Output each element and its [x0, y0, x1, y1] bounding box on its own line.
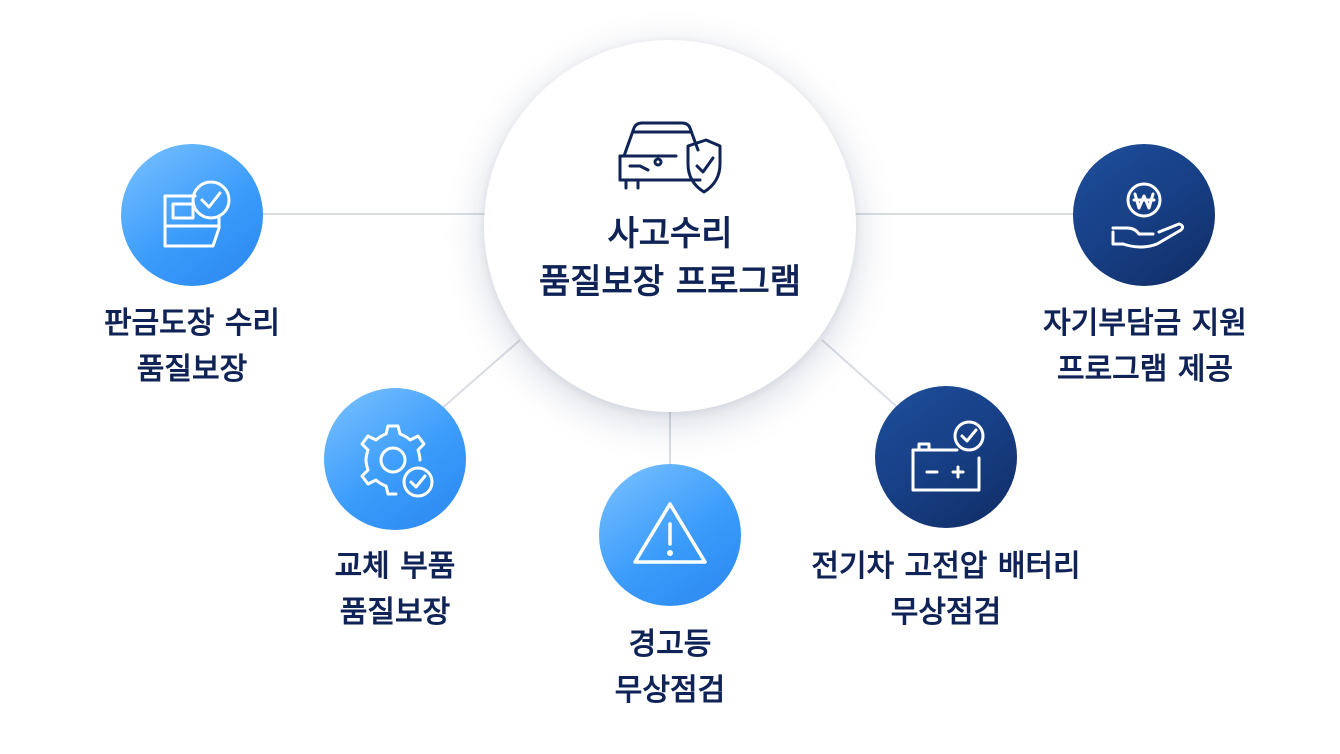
center-title-line1: 사고수리: [607, 214, 733, 254]
warning-triangle-icon: [633, 502, 707, 564]
connector-battery: [821, 339, 897, 407]
label-warning-line1: 경고등: [628, 627, 712, 662]
node-replacement-parts: [324, 388, 466, 530]
label-panel-line2: 품질보장: [136, 352, 248, 387]
gear-check-icon: [360, 424, 434, 498]
node-panel-repair: [121, 144, 263, 286]
label-warning-line2: 무상점검: [614, 673, 726, 708]
node-ev-battery: [875, 386, 1017, 528]
label-battery-line2: 무상점검: [890, 595, 1002, 630]
center-program-circle: 사고수리 품질보장 프로그램: [484, 40, 856, 412]
won-hand-icon: [1111, 182, 1185, 249]
label-deductible-line2: 프로그램 제공: [1056, 352, 1234, 387]
center-title-line2: 품질보장 프로그램: [538, 262, 802, 302]
label-battery-line1: 전기차 고전압 배터리: [811, 549, 1081, 584]
battery-check-icon: [911, 420, 985, 492]
label-panel-line1: 판금도장 수리: [103, 306, 281, 341]
car-shield-check-icon: [618, 121, 722, 194]
node-warning-light: [599, 464, 741, 606]
node-deductible-support: [1073, 144, 1215, 286]
connector-parts: [439, 339, 521, 411]
door-check-icon: [163, 180, 231, 248]
label-parts-line2: 품질보장: [339, 595, 451, 630]
label-deductible-line1: 자기부담금 지원: [1043, 306, 1247, 341]
label-parts-line1: 교체 부품: [334, 549, 456, 584]
